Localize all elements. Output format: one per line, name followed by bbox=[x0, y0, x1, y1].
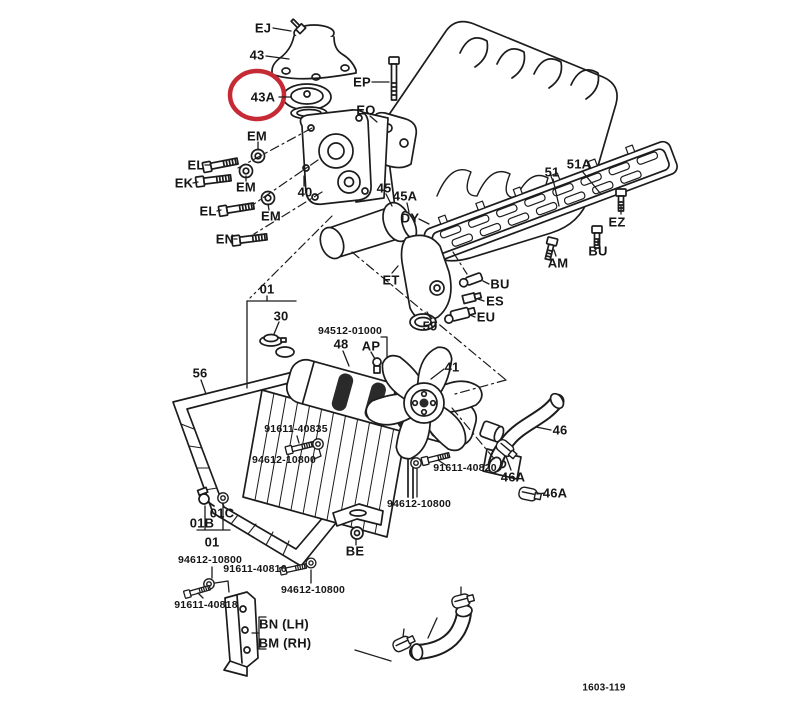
bracket-plate-illustration bbox=[223, 591, 259, 677]
grommet-be-illustration bbox=[332, 503, 384, 540]
callout-eo-4: EO bbox=[356, 102, 376, 118]
callout-30-27: 30 bbox=[273, 308, 289, 324]
callout-01-26: 01 bbox=[259, 281, 275, 297]
callout-45-13: 45 bbox=[376, 180, 392, 196]
callout-ap-30: AP bbox=[361, 338, 381, 354]
callout-ek-7: EK bbox=[174, 175, 194, 191]
callout-43-1: 43 bbox=[249, 47, 265, 63]
callout-ep-3: EP bbox=[353, 74, 371, 90]
upper-hose-illustration bbox=[487, 392, 565, 504]
callout-46-36: 46 bbox=[552, 422, 568, 438]
callout-91611-40835-33: 91611-40835 bbox=[264, 423, 328, 435]
callout-94612-10800-44: 94612-10800 bbox=[177, 554, 243, 566]
callout-01c-41: 01C bbox=[209, 505, 235, 521]
callout-am-19: AM bbox=[547, 255, 569, 271]
callout-em-11: EM bbox=[261, 208, 281, 224]
dash-dot-lines bbox=[237, 127, 507, 462]
callout-51a-17: 51A bbox=[566, 156, 592, 172]
callout-91611-40818-47: 91611-40818 bbox=[174, 599, 238, 611]
figure-code: 1603-119 bbox=[582, 682, 626, 694]
callout-be-40: BE bbox=[345, 543, 365, 559]
callout-bu-20: BU bbox=[588, 243, 608, 259]
callout-48-29: 48 bbox=[333, 336, 349, 352]
petcock-illustration bbox=[196, 486, 229, 507]
callout-41-31: 41 bbox=[444, 359, 460, 375]
fitting-bu-2-illustration bbox=[458, 272, 484, 288]
callout-40-9: 40 bbox=[297, 184, 313, 200]
water-pump-illustration bbox=[299, 109, 389, 206]
highlight-ellipse bbox=[227, 68, 287, 122]
callout-94512-01000-28: 94512-01000 bbox=[317, 325, 383, 337]
callout-bm-rh--49: BM (RH) bbox=[258, 635, 312, 651]
callout-94612-10800-39: 94612-10800 bbox=[386, 498, 452, 510]
leader-lines bbox=[192, 27, 622, 662]
callout-91611-40820-35: 91611-40820 bbox=[433, 462, 497, 474]
callout-01b-42: 01B bbox=[189, 515, 215, 531]
inlet-pipe-illustration bbox=[319, 201, 452, 331]
callout-em-8: EM bbox=[236, 179, 256, 195]
thermostat-illustration bbox=[282, 83, 332, 120]
valve-eu-illustration bbox=[444, 306, 477, 324]
fan-illustration bbox=[365, 341, 483, 465]
callout-56-32: 56 bbox=[192, 365, 208, 381]
lower-hose-illustration bbox=[390, 590, 476, 661]
callout-bu-21: BU bbox=[490, 276, 510, 292]
callout-94612-10800-46: 94612-10800 bbox=[280, 584, 346, 596]
callout-51-16: 51 bbox=[544, 164, 560, 180]
callout-46a-37: 46A bbox=[500, 469, 526, 485]
callout-45a-14: 45A bbox=[392, 188, 418, 204]
callout-ez-18: EZ bbox=[608, 214, 626, 230]
callout-59-25: 59 bbox=[422, 318, 438, 334]
callout-43a-2: 43A bbox=[250, 89, 276, 105]
callout-el-10: EL bbox=[199, 203, 217, 219]
callout-ej-0: EJ bbox=[254, 20, 272, 36]
callout-dy-15: DY bbox=[400, 210, 420, 226]
callout-et-24: ET bbox=[382, 272, 400, 288]
callout-bn-lh--48: BN (LH) bbox=[259, 616, 309, 632]
callout-eu-23: EU bbox=[476, 309, 496, 325]
callout-91611-40816-45: 91611-40816 bbox=[223, 563, 287, 575]
callout-el-6: EL bbox=[187, 157, 205, 173]
callout-en-12: EN bbox=[215, 231, 235, 247]
bolt-ep-illustration bbox=[388, 56, 400, 101]
callout-es-22: ES bbox=[486, 293, 504, 309]
callout-01-43: 01 bbox=[204, 534, 220, 550]
callout-em-5: EM bbox=[247, 128, 267, 144]
callout-94612-10800-34: 94612-10800 bbox=[251, 454, 317, 466]
stud-ej-illustration bbox=[290, 18, 307, 35]
callout-46a-38: 46A bbox=[542, 485, 568, 501]
